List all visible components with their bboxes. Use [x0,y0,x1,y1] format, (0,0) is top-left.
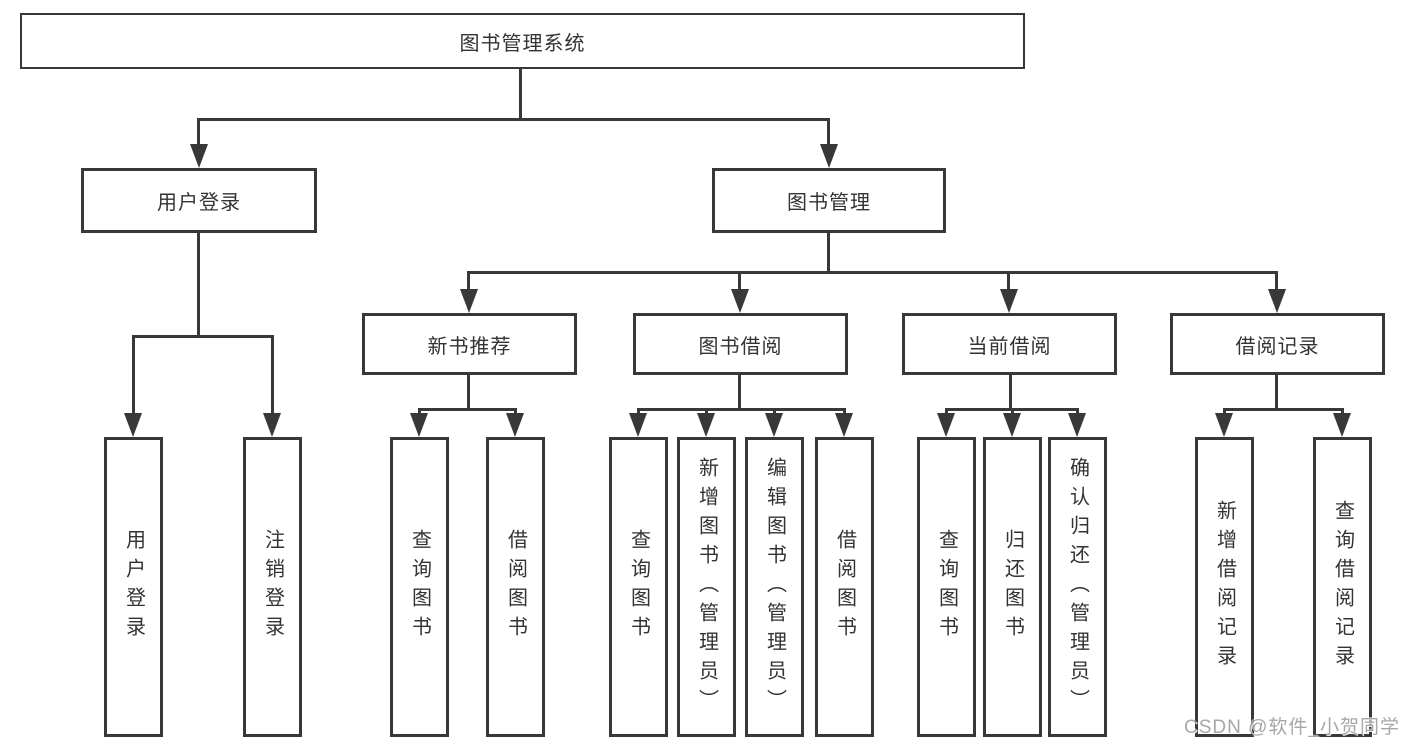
connector-line [467,271,1277,274]
connector-line [197,118,829,121]
leaf-query-borrow-record: 查询借阅记录 [1313,437,1372,737]
node-user-login-label: 用户登录 [157,192,241,214]
leaf-label: 确认归还（管理员） [1066,456,1089,718]
arrow-down-icon [820,144,838,168]
leaf-label: 查询图书 [408,529,431,645]
leaf-borrow-books: 借阅图书 [815,437,874,737]
arrow-down-icon [697,413,715,437]
leaf-label: 查询图书 [627,529,650,645]
arrow-down-icon [1215,413,1233,437]
arrow-down-icon [1003,413,1021,437]
node-book-borrow-label: 图书借阅 [698,335,783,358]
connector-line [197,118,200,148]
leaf-label: 注销登录 [261,529,284,645]
leaf-query-books-recommend: 查询图书 [390,437,449,737]
node-borrow-records-label: 借阅记录 [1235,335,1320,358]
connector-line [1007,271,1010,293]
arrow-down-icon [937,413,955,437]
node-new-book-recommend-label: 新书推荐 [427,335,512,358]
node-current-borrow: 当前借阅 [902,313,1117,375]
leaf-label: 查询图书 [935,529,958,645]
connector-line [1275,271,1278,293]
node-book-management: 图书管理 [712,168,946,233]
arrow-down-icon [1000,289,1018,313]
node-book-borrow: 图书借阅 [633,313,848,375]
arrow-down-icon [124,413,142,437]
connector-line [827,118,830,148]
connector-line [132,335,274,338]
arrow-down-icon [460,289,478,313]
connector-line [197,233,200,335]
node-root-label: 图书管理系统 [459,32,586,55]
arrow-down-icon [1333,413,1351,437]
leaf-edit-books-admin: 编辑图书（管理员） [745,437,804,737]
connector-line [1275,375,1278,408]
leaf-label: 借阅图书 [833,529,856,645]
arrow-down-icon [765,413,783,437]
arrow-down-icon [410,413,428,437]
arrow-down-icon [1068,413,1086,437]
connector-line [738,375,741,408]
node-current-borrow-label: 当前借阅 [967,335,1052,358]
connector-line [637,408,846,411]
node-new-book-recommend: 新书推荐 [362,313,577,375]
leaf-logout: 注销登录 [243,437,302,737]
leaf-borrow-books-recommend: 借阅图书 [486,437,545,737]
leaf-label: 新增借阅记录 [1213,500,1236,674]
arrow-down-icon [629,413,647,437]
arrow-down-icon [1268,289,1286,313]
arrow-down-icon [506,413,524,437]
leaf-return-books: 归还图书 [983,437,1042,737]
leaf-label: 归还图书 [1001,529,1024,645]
leaf-add-borrow-record: 新增借阅记录 [1195,437,1254,737]
connector-line [827,233,830,271]
node-borrow-records: 借阅记录 [1170,313,1385,375]
connector-line [467,271,470,293]
node-root: 图书管理系统 [20,13,1025,69]
leaf-query-books-borrow: 查询图书 [609,437,668,737]
node-user-login: 用户登录 [81,168,317,233]
leaf-confirm-return-admin: 确认归还（管理员） [1048,437,1107,737]
leaf-add-books-admin: 新增图书（管理员） [677,437,736,737]
connector-line [467,375,470,408]
leaf-user-login: 用户登录 [104,437,163,737]
leaf-label: 编辑图书（管理员） [763,456,786,718]
arrow-down-icon [263,413,281,437]
leaf-label: 借阅图书 [504,529,527,645]
watermark: CSDN @软件_小贺同学 [1184,717,1400,738]
leaf-query-books-current: 查询图书 [917,437,976,737]
leaf-label: 用户登录 [122,529,145,645]
leaf-label: 查询借阅记录 [1331,500,1354,674]
connector-line [418,408,517,411]
connector-line [738,271,741,293]
arrow-down-icon [731,289,749,313]
arrow-down-icon [835,413,853,437]
connector-line [271,335,274,417]
connector-line [519,69,522,118]
connector-line [132,335,135,417]
arrow-down-icon [190,144,208,168]
leaf-label: 新增图书（管理员） [695,456,718,718]
node-book-management-label: 图书管理 [787,192,871,214]
connector-line [1009,375,1012,408]
connector-line [1223,408,1344,411]
